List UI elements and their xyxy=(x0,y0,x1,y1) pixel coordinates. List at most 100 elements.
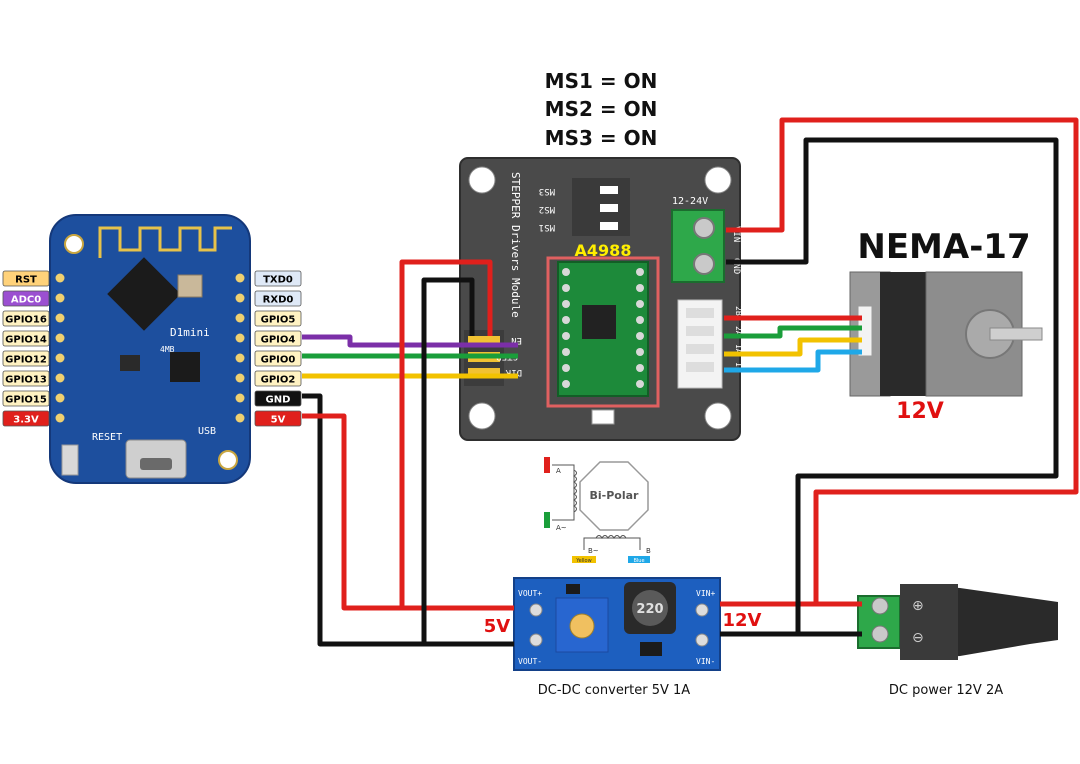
motor-voltage-label: 12V xyxy=(896,399,944,424)
left-pin-label: GPIO13 xyxy=(5,375,47,386)
usb-serial-chip xyxy=(170,352,200,382)
right-pin-label: RXD0 xyxy=(263,295,294,306)
right-pin-badge xyxy=(254,290,302,307)
supply-range-label: 12-24V xyxy=(672,196,708,207)
blue-tag: Blue xyxy=(633,558,644,564)
board-name: D1mini xyxy=(170,326,210,339)
yellow-tag: Yellow xyxy=(575,558,591,564)
coil-a-minus: A~ xyxy=(556,524,567,532)
coil-b-plus: B xyxy=(646,547,651,555)
right-pin-badge xyxy=(254,270,302,287)
motor-pin-2b: 2B xyxy=(734,306,743,316)
converter-caption: DC-DC converter 5V 1A xyxy=(538,683,691,698)
right-pin-label: GPIO2 xyxy=(261,375,296,386)
converter-out-voltage: 5V xyxy=(484,616,511,637)
left-pin-badge xyxy=(2,310,50,327)
left-pin-badge xyxy=(2,290,50,307)
vin-pin-label: VIN xyxy=(731,226,741,242)
ms3-setting: MS3 = ON xyxy=(545,126,658,150)
left-pin-badge xyxy=(2,270,50,287)
antenna-trace xyxy=(98,226,232,258)
ms2-switch-label: MS2 xyxy=(539,204,555,214)
wire-driver-gnd xyxy=(421,277,475,644)
wire-motor-1b xyxy=(724,349,862,373)
wire-en-purple xyxy=(302,334,518,348)
left-pin-label: 3.3V xyxy=(13,415,39,426)
vout-plus-label: VOUT+ xyxy=(518,589,542,598)
motor-shaft xyxy=(989,327,1043,341)
right-pin-label: TXD0 xyxy=(263,275,293,286)
inductor-value: 220 xyxy=(636,602,663,617)
reset-label: RESET xyxy=(92,432,122,443)
a4988-socket xyxy=(546,256,660,408)
right-pin-badge xyxy=(254,390,302,407)
wires xyxy=(302,117,1079,647)
wire-motor-2a xyxy=(724,325,862,339)
right-pin-label: GPIO5 xyxy=(261,315,296,326)
ms1-setting: MS1 = ON xyxy=(545,69,658,93)
left-pin-badge xyxy=(2,390,50,407)
wire-driver-vdd xyxy=(399,259,493,608)
svg-text:4MB: 4MB xyxy=(160,345,175,354)
power-caption: DC power 12V 2A xyxy=(889,683,1003,698)
bipolar-title: Bi-Polar xyxy=(590,489,640,502)
wire-motor-1a xyxy=(724,337,862,357)
left-pin-label: GPIO12 xyxy=(5,355,47,366)
right-pin-badge xyxy=(254,310,302,327)
stepper-driver-module: STEPPER Drivers Module MS3 MS2 MS1 12-24… xyxy=(459,157,743,441)
vout-minus-label: VOUT- xyxy=(518,657,542,666)
motor-pin-2a: 2A xyxy=(734,326,743,336)
left-pin-badge xyxy=(2,370,50,387)
coil-b-minus: B~ xyxy=(588,547,599,555)
right-header-holes xyxy=(235,273,245,423)
converter-in-voltage: 12V xyxy=(723,610,762,631)
wemos-d1-mini-board: D1mini 4MB RESET USB xyxy=(49,214,251,484)
vin-minus-label: VIN- xyxy=(696,657,715,666)
ms2-setting: MS2 = ON xyxy=(545,97,658,121)
left-pin-label: GPIO15 xyxy=(5,395,47,406)
wire-driver-supply-gnd xyxy=(720,137,1059,637)
en-pin-label: EN xyxy=(511,335,522,345)
dir-pin-label: DIR xyxy=(505,367,522,377)
driver-board-title: STEPPER Drivers Module xyxy=(509,172,522,318)
ms1-switch-label: MS1 xyxy=(539,222,555,232)
bipolar-coil-diagram: Bi-Polar A A~ B~ B Yellow Blue xyxy=(544,457,651,564)
reset-button[interactable] xyxy=(61,444,79,476)
dc-dc-converter: VOUT+ VOUT- VIN+ VIN- 220 xyxy=(513,577,721,671)
svg-text:⊖: ⊖ xyxy=(912,630,924,646)
svg-text:⊕: ⊕ xyxy=(912,598,924,614)
a4988-chip xyxy=(582,305,616,339)
right-pin-badge xyxy=(254,330,302,347)
ms3-switch-label: MS3 xyxy=(539,186,555,196)
coil-a-plus: A xyxy=(556,467,561,475)
a4988-pin-row-left xyxy=(562,268,570,388)
wire-wemos-gnd xyxy=(302,393,514,647)
motor-pin-1a: 1A xyxy=(734,344,743,354)
right-pin-label: GPIO4 xyxy=(261,335,296,346)
motor-title: NEMA-17 xyxy=(857,227,1030,267)
right-pin-label: GPIO0 xyxy=(261,355,296,366)
esp-chip xyxy=(107,257,181,331)
right-pin-label: GND xyxy=(266,395,291,406)
a4988-label: A4988 xyxy=(575,241,632,260)
vin-plus-label: VIN+ xyxy=(696,589,715,598)
left-pin-badge xyxy=(2,330,50,347)
left-pin-badge xyxy=(2,410,50,427)
left-pin-label: GPIO16 xyxy=(5,315,47,326)
right-pin-badge xyxy=(254,370,302,387)
left-pin-label: GPIO14 xyxy=(5,335,47,346)
motor-pin-1b: 1B xyxy=(734,362,743,372)
wire-driver-vin xyxy=(720,117,1079,607)
a4988-pin-row-right xyxy=(636,268,644,388)
nema17-motor xyxy=(849,271,1043,397)
right-pin-badge xyxy=(254,350,302,367)
left-pin-label: ADC0 xyxy=(11,295,41,306)
wire-wemos-5v xyxy=(302,413,514,611)
dc-power-jack: ⊕ ⊖ xyxy=(857,584,1058,660)
right-pin-label: 5V xyxy=(271,415,286,426)
gnd-pin-label: GND xyxy=(731,258,741,274)
left-pin-label: RST xyxy=(15,275,37,286)
